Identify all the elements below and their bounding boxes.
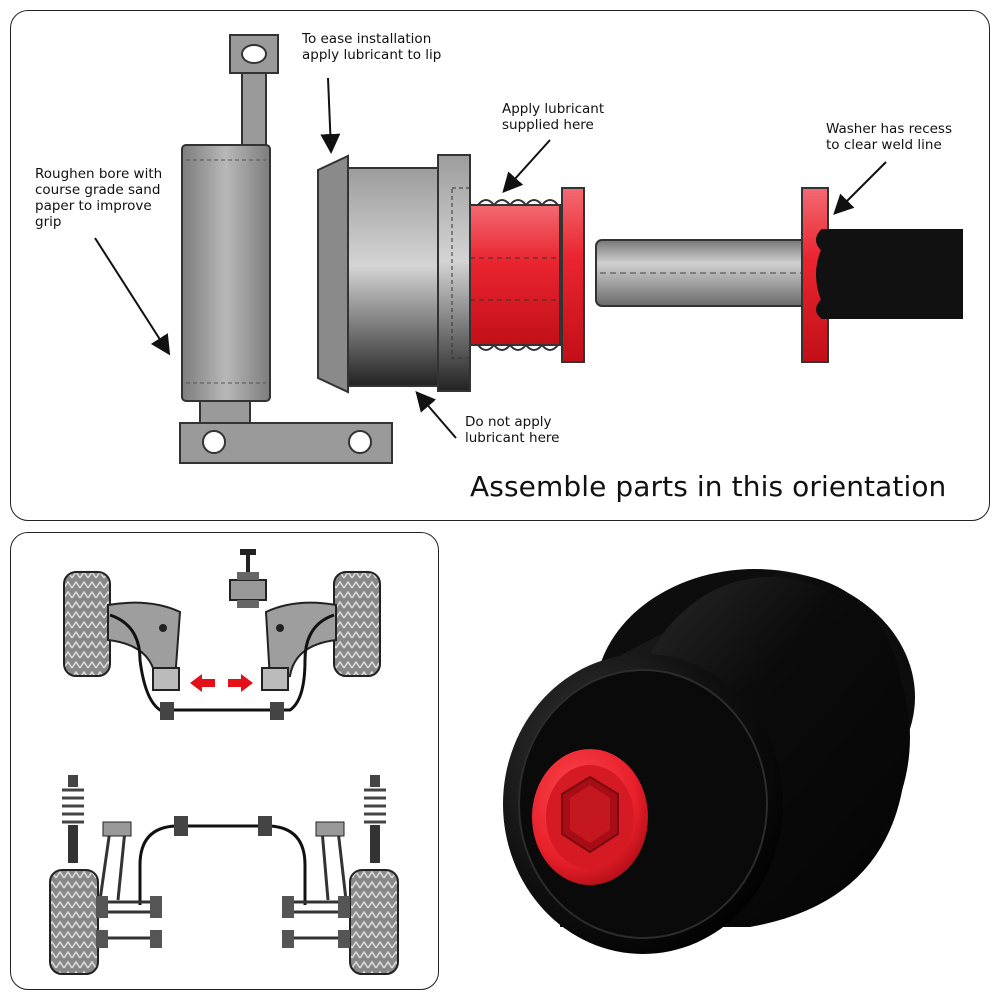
callout-lubricant-supplied: Apply lubricant supplied here <box>502 101 605 133</box>
rear-axle-assembly <box>49 775 399 975</box>
rear-left-wheel <box>49 869 99 975</box>
front-left-wheel <box>63 571 111 677</box>
headline: Assemble parts in this orientation <box>470 470 947 503</box>
rear-anti-roll-bar <box>138 824 307 905</box>
suspension-schematic <box>49 549 399 975</box>
bush-product-photo <box>503 569 915 954</box>
front-axle-assembly <box>63 549 381 720</box>
rear-right-wheel <box>349 869 399 975</box>
front-right-wheel <box>333 571 381 677</box>
red-insert <box>469 187 585 363</box>
callout-roughen-bore: Roughen bore with course grade sand pape… <box>35 166 163 230</box>
shock-absorber <box>179 34 393 464</box>
red-arrow-right-icon <box>228 674 253 692</box>
callout-no-lubricant: Do not apply lubricant here <box>465 414 560 446</box>
rear-right-lateral-arms <box>282 896 350 948</box>
black-arm <box>816 229 963 319</box>
callout-washer-recess: Washer has recess to clear weld line <box>826 121 953 153</box>
red-arrow-left-icon <box>190 674 215 692</box>
assembly-diagram <box>94 34 963 464</box>
top-mount <box>229 549 267 608</box>
rear-left-coilover <box>62 775 84 863</box>
bolt-shaft <box>595 239 821 307</box>
callout-lubricant-lip: To ease installation apply lubricant to … <box>302 31 442 63</box>
bush-outer-shell <box>317 154 471 394</box>
rear-left-lateral-arms <box>96 896 162 948</box>
front-anti-roll-bar <box>109 613 335 712</box>
callout-arrows <box>94 77 887 439</box>
rear-right-coilover <box>364 775 386 863</box>
